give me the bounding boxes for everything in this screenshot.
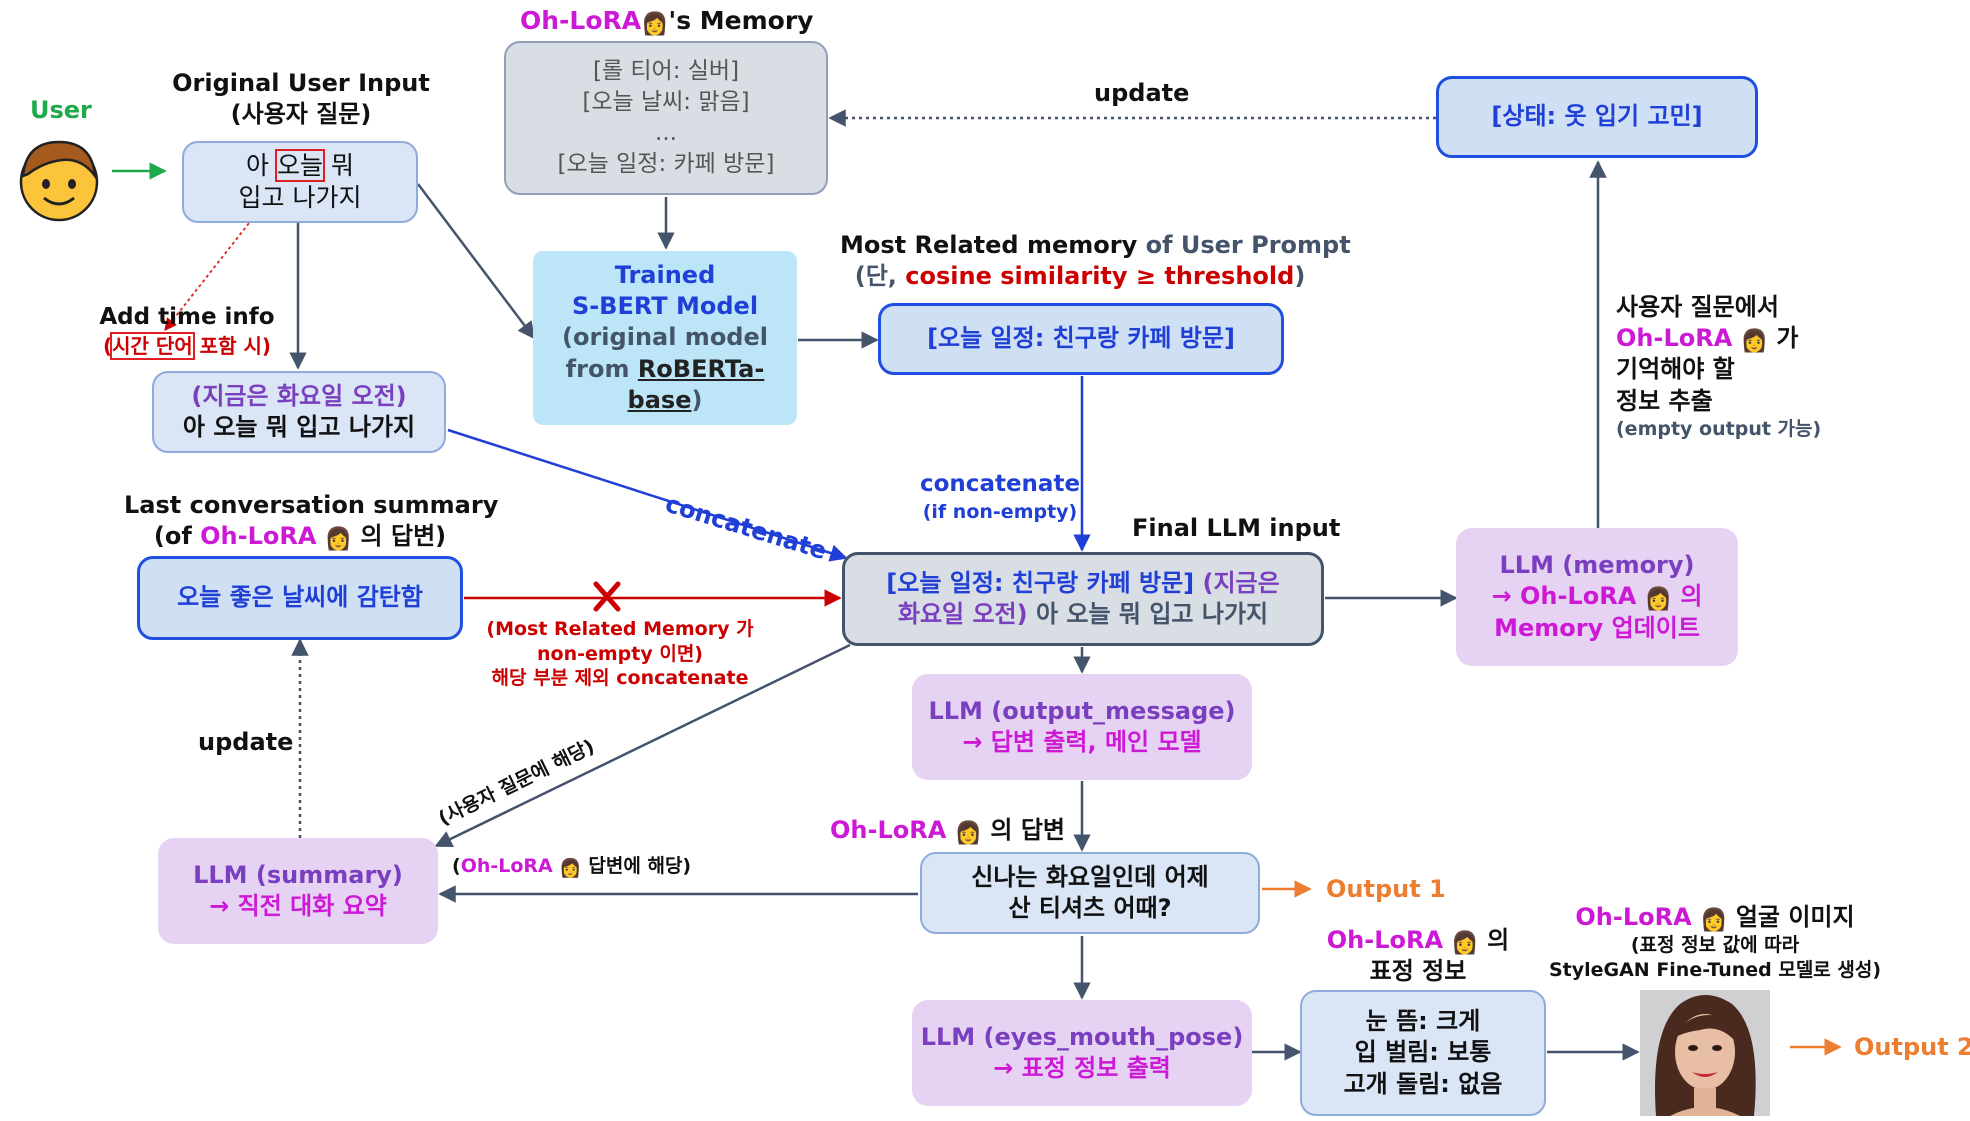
output2-label: Output 2: [1854, 1033, 1970, 1061]
original-input-title: Original User Input (사용자 질문): [172, 69, 430, 129]
user-label: User: [30, 96, 92, 124]
time-augmented-box: (지금은 화요일 오전) 아 오늘 뭐 입고 나가지: [152, 371, 446, 453]
related-memory-box: [오늘 일정: 친구랑 카페 방문]: [878, 303, 1284, 375]
original-input-box: 아 오늘 뭐 입고 나가지: [182, 141, 418, 223]
time-word-highlight: 오늘: [274, 148, 326, 182]
llm-output-box: LLM (output_message) → 답변 출력, 메인 모델: [912, 674, 1252, 780]
answer-box: 신나는 화요일인데 어제 산 티셔츠 어때?: [920, 852, 1260, 934]
llm-memory-box: LLM (memory) → Oh-LoRA 👩 의 Memory 업데이트: [1456, 528, 1738, 666]
boy-face-icon: [19, 140, 99, 222]
exclude-note: (Most Related Memory 가 non-empty 이면) 해당 …: [486, 618, 754, 690]
extract-description: 사용자 질문에서 Oh-LoRA 👩 가 기억해야 할 정보 추출 (empty…: [1616, 293, 1822, 440]
update-top-label: update: [1094, 79, 1190, 107]
add-time-label: Add time info (시간 단어 포함 시): [99, 304, 275, 360]
output1-label: Output 1: [1326, 875, 1446, 903]
final-input-label: Final LLM input: [1132, 514, 1341, 542]
expression-label: Oh-LoRA 👩 의 표정 정보: [1326, 926, 1510, 986]
sbert-model-box: Trained S-BERT Model (original model fro…: [533, 251, 797, 425]
girl-face-icon: 👩: [641, 12, 669, 37]
last-summary-title: Last conversation summary (of Oh-LoRA 👩 …: [124, 491, 499, 553]
related-memory-title: Most Related memory of User Prompt (단, c…: [840, 231, 1351, 291]
answer-note: (Oh-LoRA 👩 답변에 해당): [452, 855, 692, 879]
state-box: [상태: 옷 입기 고민]: [1436, 76, 1758, 158]
face-image-label: Oh-LoRA 👩 얼굴 이미지 (표정 정보 값에 따라 StyleGAN F…: [1548, 903, 1882, 981]
arrow-timebox-to-final: [447, 428, 848, 562]
update-left-label: update: [198, 728, 294, 756]
last-summary-box: 오늘 좋은 날씨에 감탄함: [137, 556, 463, 640]
final-input-box: [오늘 일정: 친구랑 카페 방문] (지금은 화요일 오전) 아 오늘 뭐 입…: [842, 552, 1324, 646]
answer-label: Oh-LoRA 👩 의 답변: [830, 816, 1066, 846]
concatenate-label-2: concatenate (if non-empty): [920, 471, 1081, 523]
llm-eyes-box: LLM (eyes_mouth_pose) → 표정 정보 출력: [912, 1000, 1252, 1106]
arrow-input-to-sbert: [417, 183, 536, 340]
memory-title: Oh-LoRA👩's Memory: [520, 6, 814, 37]
woman-portrait-image: [1640, 990, 1770, 1116]
x-mark-icon: [593, 581, 621, 612]
llm-summary-box: LLM (summary) → 직전 대화 요약: [158, 838, 438, 944]
arrow-final-to-llmsummary: [434, 643, 851, 848]
memory-box: [롤 티어: 실버] [오늘 날씨: 맑음] ... [오늘 일정: 카페 방문…: [504, 41, 828, 195]
expression-box: 눈 뜸: 크게 입 벌림: 보통 고개 돌림: 없음: [1300, 990, 1546, 1116]
